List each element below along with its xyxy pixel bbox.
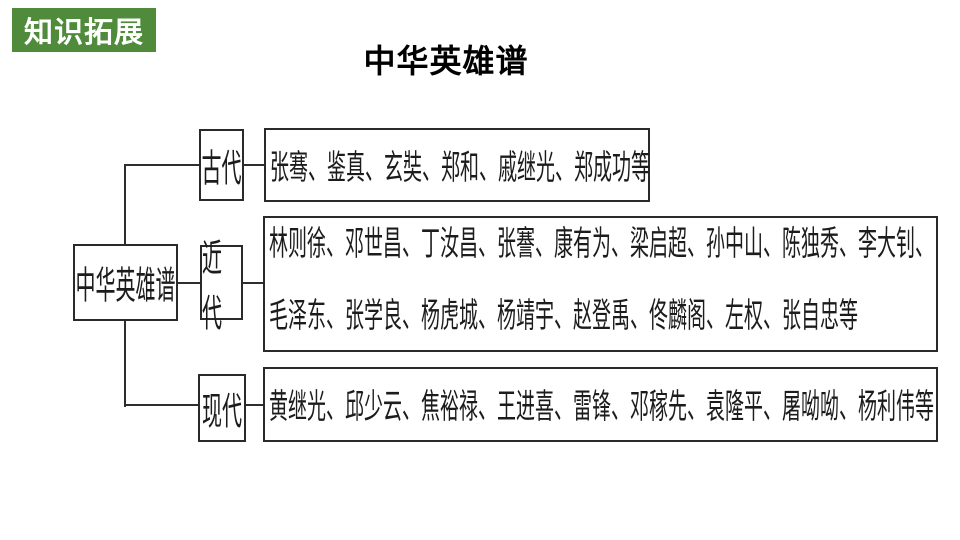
modern-heroes-list: 林则徐、邓世昌、丁汝昌、张謇、康有为、梁启超、孙中山、陈独秀、李大钊、 毛泽东、…	[263, 216, 938, 352]
root-node-label: 中华英雄谱	[75, 266, 176, 309]
slide-title: 中华英雄谱	[363, 43, 529, 79]
ancient-heroes-text: 张骞、鉴真、玄奘、郑和、戚继光、郑成功等	[270, 149, 651, 188]
branch-label-modern-text: 近代	[202, 238, 222, 336]
root-node-heroes-roster: 中华英雄谱	[73, 244, 178, 321]
modern-heroes-text-line2: 毛泽东、张学良、杨虎城、杨靖宇、赵登禹、佟麟阁、左权、张自忠等	[269, 298, 859, 336]
branch-label-modern: 近代	[200, 239, 243, 336]
badge-label: 知识拓展	[23, 17, 144, 49]
connector-modern-list	[240, 282, 265, 284]
knowledge-expansion-badge: 知识拓展	[12, 8, 156, 52]
ancient-heroes-list: 张骞、鉴真、玄奘、郑和、戚继光、郑成功等	[264, 128, 650, 202]
connector-to-ancient	[124, 164, 201, 166]
branch-label-ancient-text: 古代	[201, 148, 242, 191]
connector-ancient-list	[241, 164, 266, 166]
contemporary-heroes-list: 黄继光、邱少云、焦裕禄、王进喜、雷锋、邓稼先、袁隆平、屠呦呦、杨利伟等	[263, 367, 938, 442]
connector-contemporary-list	[243, 404, 265, 406]
connector-to-contemporary	[124, 404, 200, 406]
branch-label-ancient: 古代	[199, 129, 244, 201]
connector-to-modern	[176, 282, 202, 284]
modern-heroes-text-line1: 林则徐、邓世昌、丁汝昌、张謇、康有为、梁启超、孙中山、陈独秀、李大钊、	[269, 226, 935, 264]
branch-label-contemporary-text: 现代	[202, 391, 242, 434]
branch-label-contemporary: 现代	[198, 374, 246, 442]
contemporary-heroes-text: 黄继光、邱少云、焦裕禄、王进喜、雷锋、邓稼先、袁隆平、屠呦呦、杨利伟等	[269, 389, 935, 427]
